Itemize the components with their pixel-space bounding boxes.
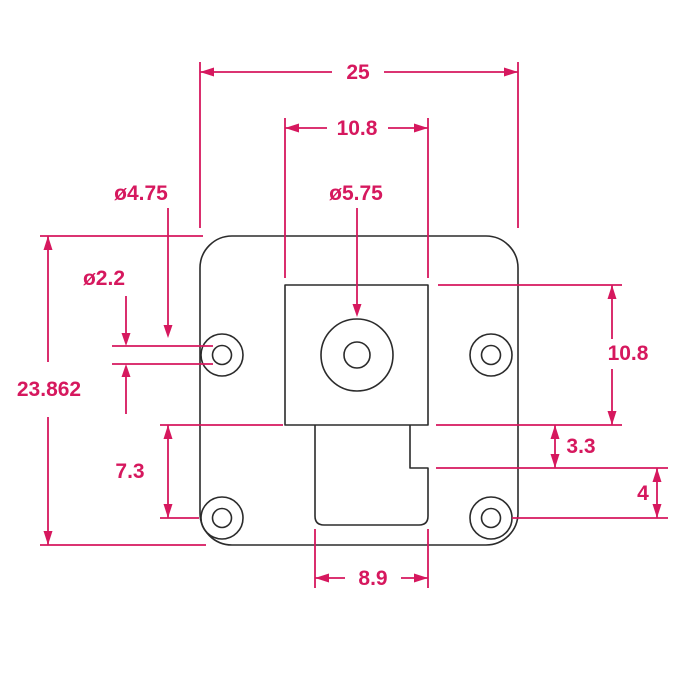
dim-label-center-hole: ø5.75 (329, 182, 383, 205)
dim-label-boss-to-hole: 7.3 (115, 460, 144, 483)
dim-boss-height: 10.8 (436, 284, 649, 426)
arrowhead-down-icon (163, 325, 173, 338)
arrowhead-left-icon (315, 573, 329, 583)
outer-profile (199, 235, 519, 546)
part-outline (199, 235, 519, 546)
dim-label-overall-width: 25 (346, 61, 370, 84)
dim-step-height: 3.3 (436, 425, 668, 469)
arrowhead-down-icon (652, 504, 662, 518)
dimension-lines (160, 424, 283, 519)
arrowhead-down-icon (352, 304, 362, 317)
hole-inner-circle (343, 341, 371, 369)
dim-slot-width: 8.9 (314, 529, 429, 590)
dim-label-step-to-hole: 4 (637, 482, 649, 505)
dim-boss-to-hole: 7.3 (115, 424, 283, 519)
dim-label-boss-height: 10.8 (608, 342, 649, 365)
dim-step-to-hole: 4 (512, 468, 668, 519)
dim-label-overall-height: 23.862 (17, 378, 81, 401)
hole-inner-circle (211, 344, 233, 366)
arrowhead-down-icon (550, 454, 560, 468)
dim-label-step-height: 3.3 (566, 435, 595, 458)
corner-hole-bottom-left (200, 496, 244, 540)
arrowhead-up-icon (550, 425, 560, 439)
dimension-lines (314, 529, 429, 588)
corner-hole-bottom-right (469, 496, 513, 540)
arrowhead-right-icon (504, 67, 518, 77)
arrowhead-left-icon (285, 123, 299, 133)
hole-outer-circle (200, 496, 244, 540)
hole-outer-circle (320, 318, 394, 392)
arrowhead-up-icon (652, 468, 662, 482)
dimension-lines (199, 62, 519, 228)
arrowhead-down-icon (607, 411, 617, 425)
dim-corner-hole-inner-dia: ø2.2 (83, 267, 213, 414)
dimension-lines (436, 425, 668, 469)
dim-label-corner-hole-inner: ø2.2 (83, 267, 125, 290)
dim-center-hole-dia: ø5.75 (329, 182, 383, 317)
corner-hole-top-left (200, 333, 244, 377)
hole-inner-circle (480, 344, 502, 366)
arrowhead-up-icon (607, 285, 617, 299)
dim-label-corner-hole-outer: ø4.75 (114, 182, 168, 205)
arrowhead-right-icon (414, 123, 428, 133)
lower-slot-profile (314, 425, 429, 526)
dimension-lines (40, 235, 206, 546)
dimension-lines (112, 296, 213, 414)
dim-corner-hole-outer-dia: ø4.75 (114, 182, 173, 338)
hole-outer-circle (469, 496, 513, 540)
arrowhead-up-icon (43, 236, 53, 250)
center-hole (320, 318, 394, 392)
arrowhead-up-icon (121, 364, 131, 377)
dimension-lines (284, 118, 429, 278)
dim-label-slot-width: 8.9 (358, 567, 387, 590)
hole-inner-circle (480, 507, 502, 529)
hole-outer-circle (200, 333, 244, 377)
arrowhead-down-icon (121, 333, 131, 346)
hole-inner-circle (211, 507, 233, 529)
arrowhead-right-icon (414, 573, 428, 583)
arrowhead-down-icon (43, 531, 53, 545)
dim-boss-width: 10.8 (284, 117, 429, 278)
arrowhead-down-icon (163, 504, 173, 518)
dim-overall-width: 25 (199, 61, 519, 228)
dim-label-boss-width: 10.8 (337, 117, 378, 140)
arrowhead-left-icon (200, 67, 214, 77)
hole-outer-circle (469, 333, 513, 377)
corner-hole-top-right (469, 333, 513, 377)
dimension-lines (436, 284, 622, 426)
dim-overall-height: 23.862 (17, 235, 206, 546)
arrowhead-up-icon (163, 425, 173, 439)
